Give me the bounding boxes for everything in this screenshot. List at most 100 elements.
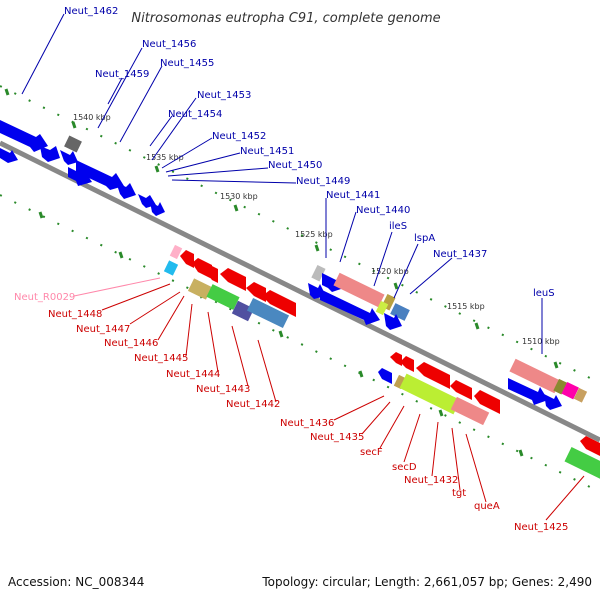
gene-label: Neut_1436 — [280, 418, 334, 429]
leader-line — [167, 167, 269, 177]
tick-label: 1515 kbp — [447, 302, 485, 311]
major-tick — [358, 370, 364, 378]
lower-leaders — [73, 277, 585, 521]
major-tick — [474, 322, 480, 330]
leader-line — [393, 243, 419, 299]
leader-line — [451, 427, 461, 491]
leader-line — [379, 405, 405, 449]
gene-arrow — [0, 120, 48, 152]
gene-arrow — [580, 436, 600, 456]
gene-label: Neut_1441 — [326, 190, 380, 201]
leader-line — [73, 277, 161, 297]
gene-arrow — [180, 250, 194, 268]
tick-label: 1530 kbp — [220, 192, 258, 201]
gene-label: Neut_1446 — [104, 338, 158, 349]
leader-line — [107, 77, 123, 105]
gene-box-pink — [509, 358, 561, 394]
leader-line — [465, 433, 487, 503]
gene-box-lightgreen — [399, 373, 461, 415]
gene-label: secF — [360, 447, 383, 458]
gene-arrow — [320, 289, 380, 325]
leader-line — [157, 295, 185, 341]
leader-line — [207, 311, 219, 373]
leader-line — [373, 231, 393, 287]
gene-arrow — [400, 356, 414, 372]
accession-text: Accession: NC_008344 — [8, 575, 144, 589]
gene-arrow — [474, 390, 500, 414]
gene-arrow — [192, 258, 212, 279]
map-title: Nitrosomonas eutropha C91, complete geno… — [131, 11, 440, 26]
tick-label: 1540 kbp — [73, 113, 111, 122]
gene-arrow — [60, 150, 78, 165]
gene-arrow — [416, 362, 450, 389]
major-tick — [4, 88, 10, 96]
leader-line — [231, 325, 249, 387]
gene-label: Neut_1444 — [166, 369, 220, 380]
lower-labels: Neut_R0029 Neut_1448 Neut_1447 Neut_1446… — [14, 292, 568, 533]
gene-box-steelblue — [390, 303, 410, 321]
major-tick — [38, 211, 44, 219]
gene-arrow — [262, 290, 296, 317]
leader-line — [129, 291, 181, 325]
gene-box-light-gray — [311, 264, 326, 282]
gene-label: Neut_1452 — [212, 131, 266, 142]
gene-label: Neut_1435 — [310, 432, 364, 443]
gene-label: Neut_1462 — [64, 6, 118, 17]
gene-box-steelblue — [246, 297, 290, 329]
gene-label: Neut_1442 — [226, 399, 280, 410]
gene-label: Neut_1456 — [142, 39, 196, 50]
gene-box-olive — [187, 278, 213, 300]
gene-label: Neut_1454 — [168, 109, 222, 120]
gene-arrow — [40, 146, 60, 162]
gene-arrow — [220, 268, 246, 291]
gene-label: queA — [474, 501, 500, 512]
genome-backbone — [0, 140, 600, 443]
tick-label: 1535 kbp — [146, 153, 184, 162]
major-tick — [314, 244, 320, 252]
gene-label: leuS — [533, 288, 555, 299]
major-tick — [154, 165, 160, 173]
gene-box-purple — [231, 300, 255, 322]
leader-line — [97, 47, 143, 129]
major-tick — [393, 282, 399, 290]
gene-arrow — [76, 160, 124, 190]
gene-label: secD — [392, 462, 417, 473]
leader-line — [409, 257, 453, 295]
gene-arrow — [450, 380, 472, 400]
topology-text: Topology: circular; Length: 2,661,057 bp… — [261, 575, 592, 589]
major-tick — [553, 361, 559, 369]
leader-line — [161, 137, 213, 169]
gene-label: Neut_1453 — [197, 90, 251, 101]
leader-line — [545, 475, 585, 521]
gene-box-tan — [573, 387, 588, 403]
leader-line — [403, 413, 421, 463]
gene-box-olive — [553, 378, 568, 395]
gene-box-pink — [333, 272, 385, 308]
gene-box-magenta — [561, 381, 579, 400]
leader-line — [257, 339, 277, 403]
leader-line — [171, 179, 297, 184]
gene-label: Neut_1425 — [514, 522, 568, 533]
gene-label: tgt — [452, 488, 466, 499]
major-tick — [71, 121, 77, 129]
leader-line — [339, 211, 357, 263]
leader-line — [185, 303, 193, 357]
lower-tick-track — [0, 194, 600, 493]
upper-labels: Neut_1462 Neut_1456 Neut_1459 Neut_1455 … — [64, 6, 555, 299]
leader-line — [119, 65, 163, 143]
major-tick — [518, 449, 524, 457]
gene-box-cyan — [163, 260, 179, 276]
gene-arrow — [544, 394, 562, 410]
tick-label: 1510 kbp — [522, 337, 560, 346]
major-tick — [233, 204, 239, 212]
gene-arrow — [246, 282, 266, 302]
gene-box-lightgreen — [375, 300, 389, 316]
tick-label: 1525 kbp — [295, 230, 333, 239]
gene-box-gray — [64, 135, 82, 153]
major-tick — [438, 409, 444, 417]
gene-label: ileS — [389, 221, 407, 232]
leader-line — [21, 13, 65, 95]
lower-dotted-line — [0, 194, 600, 493]
gene-label: Neut_1451 — [240, 146, 294, 157]
